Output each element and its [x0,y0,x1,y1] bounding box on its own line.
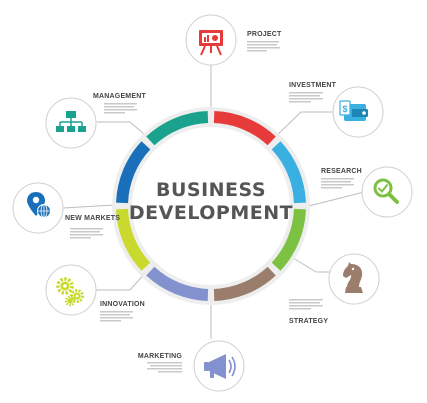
ring-base [112,107,310,305]
placeholder-text-innovation [100,311,133,322]
title-line2: DEVELOPMENT [129,202,293,224]
label-strategy: STRATEGY [289,318,328,325]
ring-segment-marketing [146,266,209,301]
placeholder-text-investment [289,92,323,103]
ring-segment-innovation [116,208,151,271]
placeholder-text-strategy [289,299,323,310]
node-management [45,97,97,149]
label-innovation: INNOVATION [100,301,145,308]
org-chart-icon [56,111,86,132]
node-project [185,14,237,66]
ring-segment-project [213,111,276,146]
connector-new-markets [62,204,116,209]
label-new-markets: NEW MARKETS [65,215,120,222]
ring-segment-new-markets [116,141,151,204]
presentation-board-icon [199,30,223,56]
globe-pin-icon [27,192,51,218]
title-line1: BUSINESS [156,179,266,201]
placeholder-text-management [104,103,137,114]
node-investment: $ [332,86,384,138]
label-management: MANAGEMENT [93,93,146,100]
placeholder-text-project [247,41,280,52]
label-marketing: MARKETING [138,353,183,360]
ring-segments [116,111,306,301]
ring-segment-strategy [213,266,276,301]
label-investment: INVESTMENT [289,82,337,89]
connector-investment [271,111,336,141]
node-innovation [45,264,97,316]
ring-segment-research [271,208,306,271]
ring-segment-investment [271,141,306,204]
placeholder-text-marketing [147,362,182,373]
placeholder-text-new-markets [70,228,103,239]
connector-strategy [289,255,335,273]
gears-icon [56,277,84,307]
node-marketing [193,340,245,392]
connector-research [304,191,365,208]
chess-knight-icon [343,262,363,293]
connector-lines [62,65,365,339]
ring-segment-management [146,111,209,146]
node-new-markets [12,182,64,234]
magnifier-check-icon [373,178,399,204]
node-strategy [328,253,380,305]
node-research [361,166,413,218]
placeholder-text-research [321,178,354,189]
wallet-icon: $ [339,100,368,121]
svg-text:$: $ [342,104,347,114]
megaphone-icon [204,354,236,379]
label-research: RESEARCH [321,168,362,175]
label-project: PROJECT [247,31,282,38]
